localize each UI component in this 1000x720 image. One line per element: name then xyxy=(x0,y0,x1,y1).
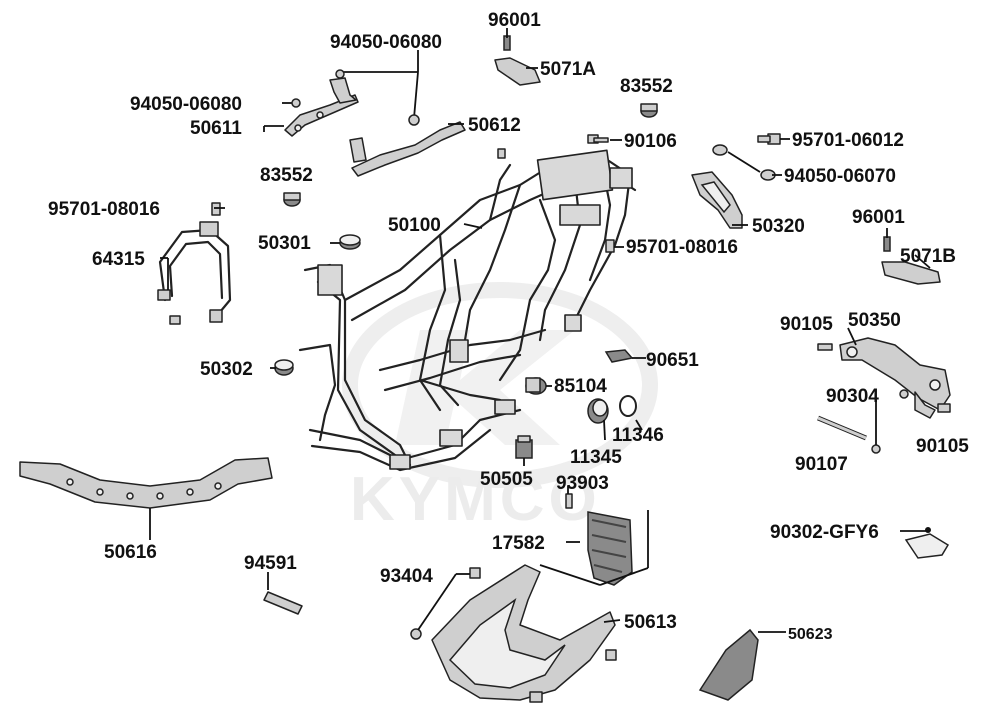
label-90106: 90106 xyxy=(624,131,677,152)
rod-90107 xyxy=(817,415,867,441)
leader-lines xyxy=(149,28,931,633)
label-94050-06080-left: 94050-06080 xyxy=(130,94,242,115)
switch-85104 xyxy=(525,377,547,395)
label-5071A: 5071A xyxy=(540,59,596,80)
label-90105-top: 90105 xyxy=(780,314,833,335)
cover-50623 xyxy=(698,628,759,701)
label-94591: 94591 xyxy=(244,553,297,574)
label-50612: 50612 xyxy=(468,115,521,136)
grommet-83552-top xyxy=(640,103,658,118)
nut-90304 xyxy=(899,389,909,399)
clip-94591 xyxy=(263,591,303,615)
cover-17582 xyxy=(587,511,633,586)
label-64315: 64315 xyxy=(92,249,145,270)
ring-11346 xyxy=(619,395,637,417)
label-93903: 93903 xyxy=(556,473,609,494)
label-94050-06080-top: 94050-06080 xyxy=(330,32,442,53)
label-90302-GFY6: 90302-GFY6 xyxy=(770,522,879,543)
label-50623: 50623 xyxy=(788,626,833,643)
mount-11345 xyxy=(587,398,609,424)
bolt-95701-08016-right xyxy=(605,239,615,253)
damper-50505 xyxy=(515,435,533,459)
label-50301: 50301 xyxy=(258,233,311,254)
label-90105-bottom: 90105 xyxy=(916,436,969,457)
label-90107: 90107 xyxy=(795,454,848,475)
nut-90107-end xyxy=(871,444,881,454)
footrest-bracket-5071A xyxy=(494,35,541,86)
label-50350: 50350 xyxy=(848,310,901,331)
grommet-50302 xyxy=(274,359,294,376)
kymco-watermark-logo: KYMCO xyxy=(342,282,658,534)
label-17582: 17582 xyxy=(492,533,545,554)
label-83552-top: 83552 xyxy=(620,76,673,97)
label-50611: 50611 xyxy=(190,118,242,139)
label-5071B: 5071B xyxy=(900,246,956,267)
label-11346: 11346 xyxy=(612,425,664,446)
cap-50301 xyxy=(339,234,361,250)
label-95701-06012: 95701-06012 xyxy=(792,130,904,151)
label-96001-right: 96001 xyxy=(852,207,905,228)
label-50320: 50320 xyxy=(752,216,805,237)
bolt-90106 xyxy=(587,134,609,144)
label-50616: 50616 xyxy=(104,542,157,563)
bracket-50611 xyxy=(284,77,359,137)
screw-93404-b xyxy=(410,628,422,640)
main-frame-50100 xyxy=(298,149,637,472)
screw-93404 xyxy=(469,567,481,579)
label-85104: 85104 xyxy=(554,376,607,397)
grommet-83552-mid xyxy=(283,192,301,207)
bracket-50612 xyxy=(349,121,466,177)
label-94050-06070: 94050-06070 xyxy=(784,166,896,187)
bolt-90105-bottom xyxy=(937,403,951,413)
label-50505: 50505 xyxy=(480,469,533,490)
label-11345: 11345 xyxy=(570,447,622,468)
watermark-text: KYMCO xyxy=(350,465,601,534)
label-90651: 90651 xyxy=(646,350,699,371)
bolt-90105-top xyxy=(817,343,833,351)
label-50613: 50613 xyxy=(624,612,677,633)
bracket-50320 xyxy=(691,171,743,229)
guard-64315 xyxy=(157,221,232,325)
label-50302: 50302 xyxy=(200,359,253,380)
undercover-50613 xyxy=(431,564,617,703)
screw-93903 xyxy=(565,493,573,509)
label-95701-08016-left: 95701-08016 xyxy=(48,199,160,220)
label-95701-08016-right: 95701-08016 xyxy=(626,237,738,258)
bolt-95701-08016-left xyxy=(211,202,221,216)
bolt-small-frame-top xyxy=(497,148,506,159)
center-stand-50350 xyxy=(839,337,951,419)
clip-90651 xyxy=(604,349,634,363)
label-90304: 90304 xyxy=(826,386,879,407)
label-96001-top: 96001 xyxy=(488,10,541,31)
strip-50616 xyxy=(19,457,273,509)
label-93404: 93404 xyxy=(380,566,433,587)
label-50100: 50100 xyxy=(388,215,441,236)
washer-94050-06070 xyxy=(712,144,776,181)
label-83552-mid: 83552 xyxy=(260,165,313,186)
part-labels: 96001 5071A 94050-06080 83552 94050-0608… xyxy=(48,10,969,643)
bolt-95701-06012 xyxy=(757,133,781,145)
